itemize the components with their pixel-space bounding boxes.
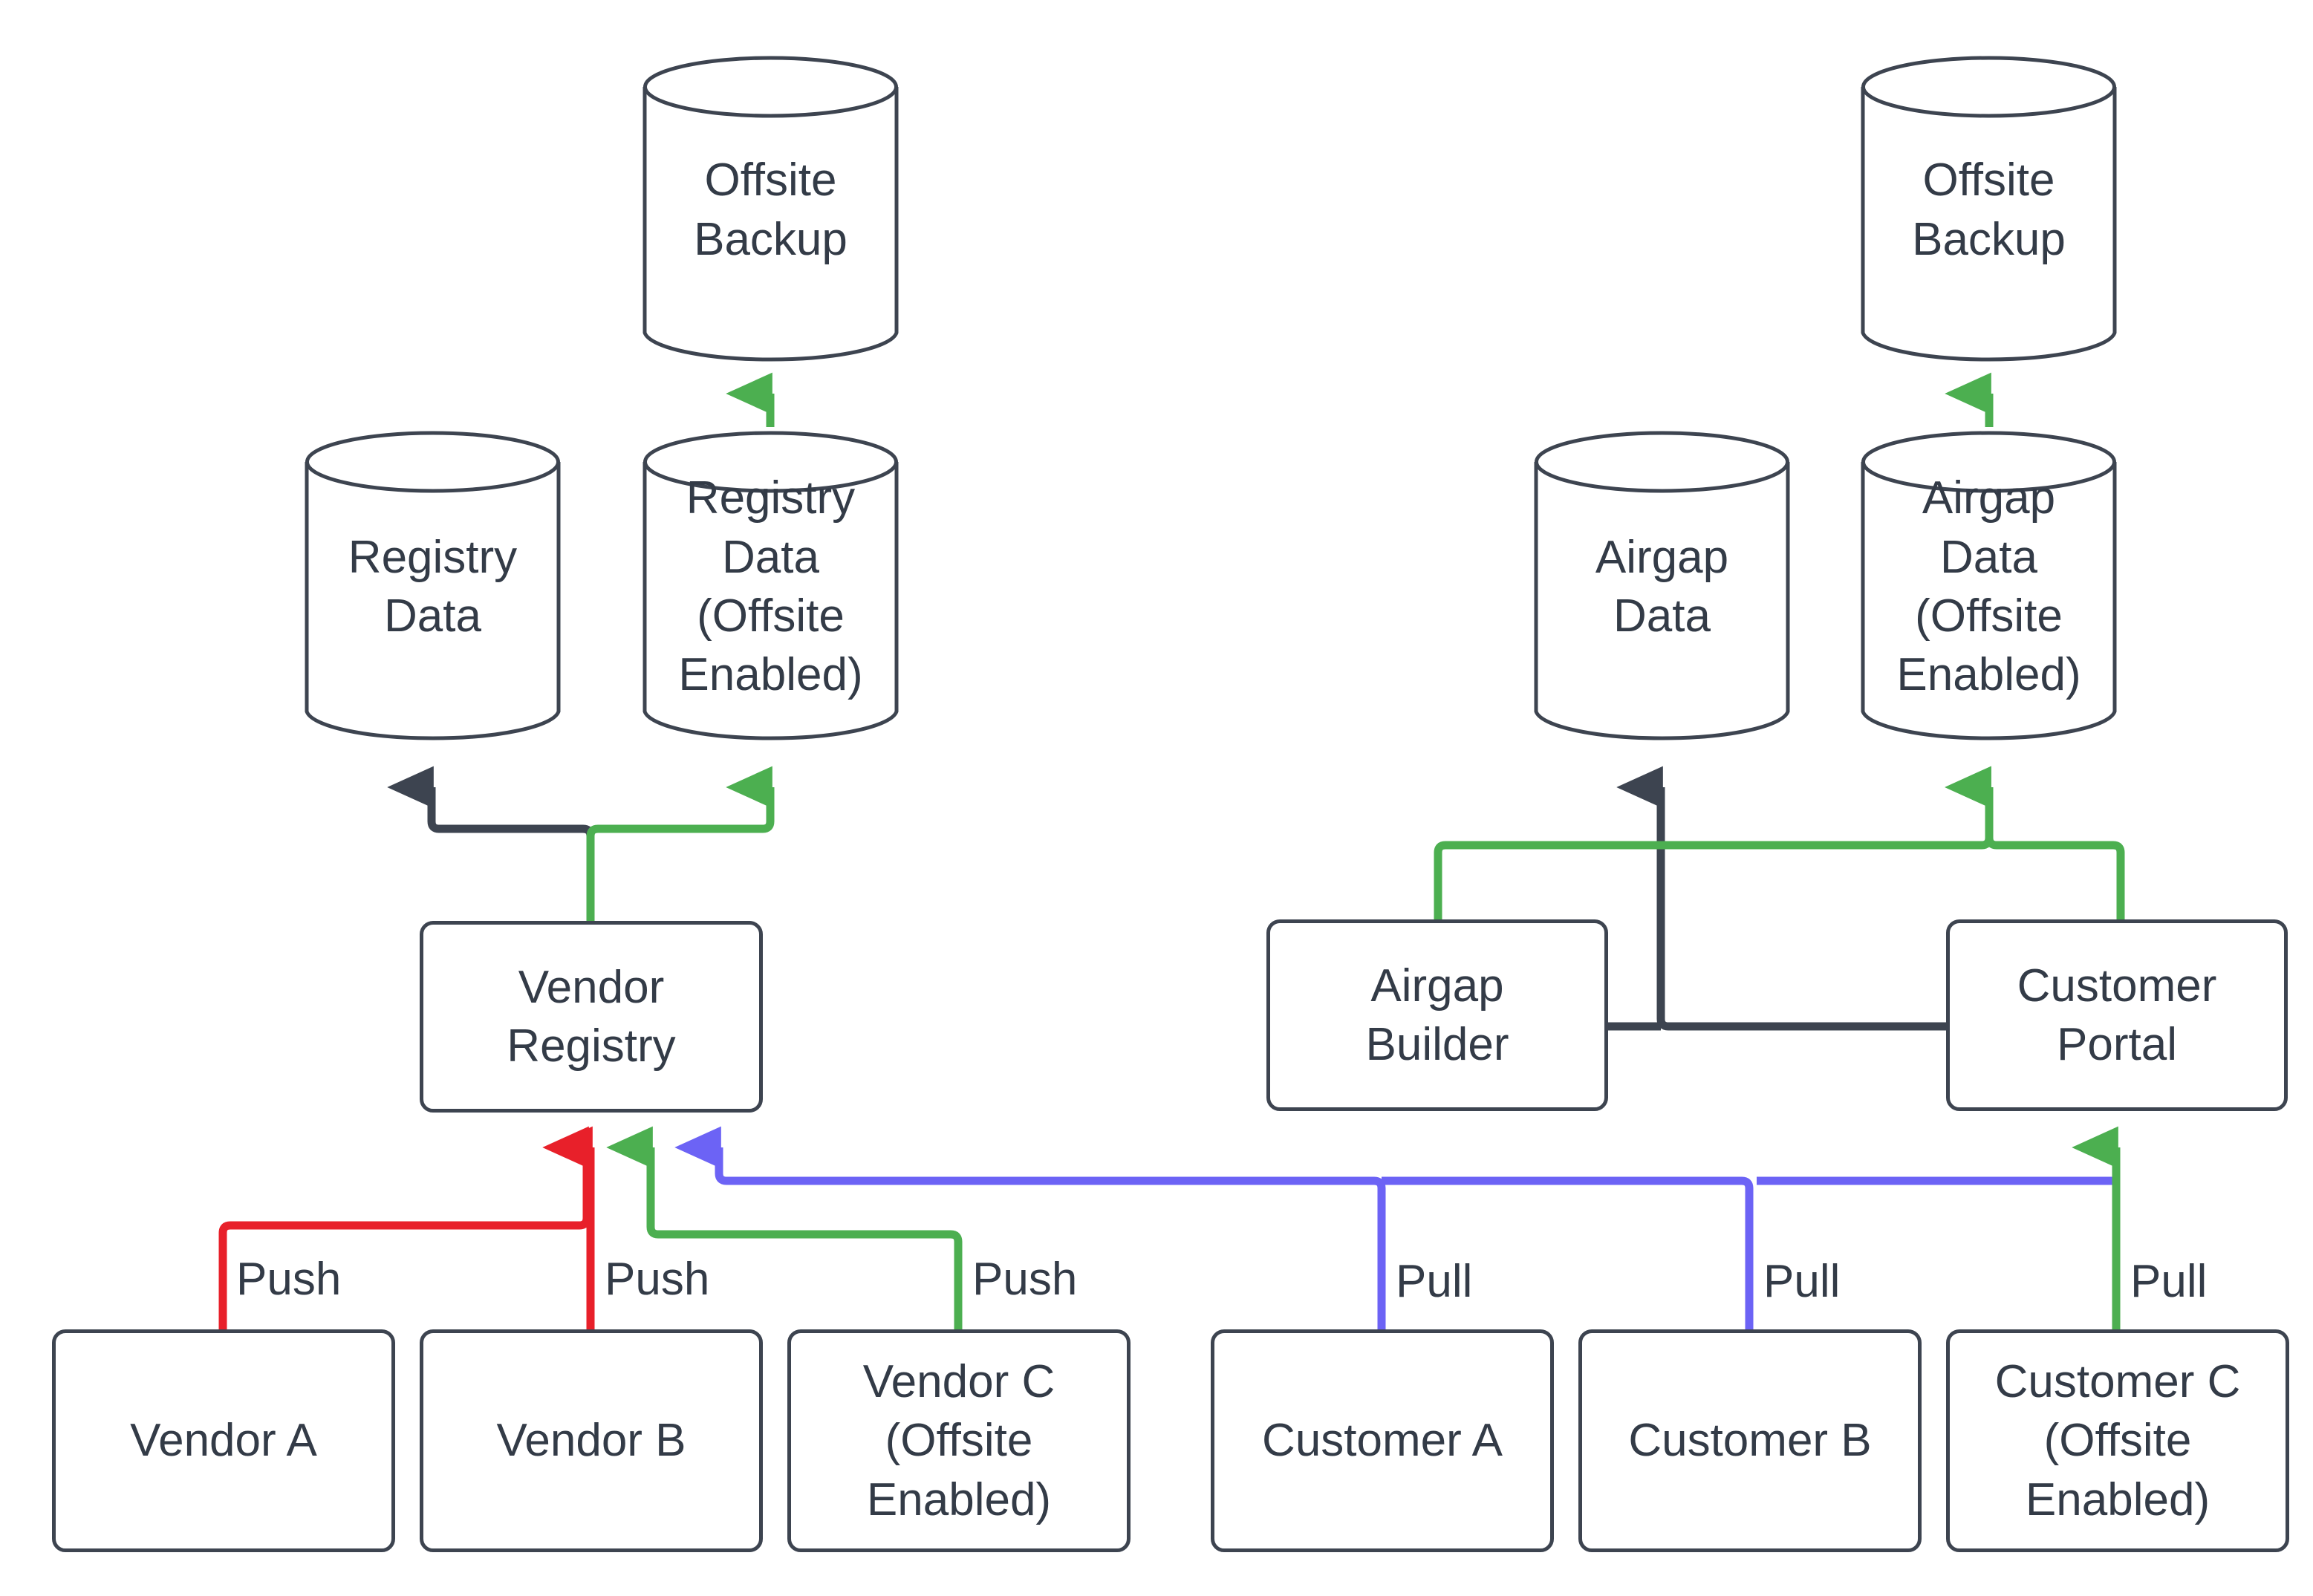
label-line: Enabled) <box>1896 649 2081 701</box>
label-line: Airgap <box>1922 472 2056 524</box>
label-line: Data <box>1613 590 1711 642</box>
label-line: Builder <box>1365 1019 1509 1070</box>
edge-label-pull-c: Pull <box>2126 1257 2212 1306</box>
label-line: Data <box>722 531 819 583</box>
edge-vendorregistry-to-registrydata <box>387 766 595 847</box>
label-line: Customer C <box>1994 1355 2241 1407</box>
label-line: (Offsite <box>885 1415 1033 1467</box>
edge-label-push-c: Push <box>968 1255 1082 1304</box>
service-vendor-registry[interactable]: Vendor Registry <box>420 921 763 1113</box>
label-line: Registry <box>507 1020 676 1072</box>
label-line: Backup <box>1912 213 2066 265</box>
service-label: Vendor Registry <box>507 958 675 1076</box>
label-line: Enabled) <box>2025 1473 2210 1525</box>
label-line: Offsite <box>1922 154 2055 206</box>
datastore-label: Registry Data (Offsite Enabled) <box>642 469 899 704</box>
label-line: Offsite <box>704 154 837 206</box>
actor-label: Vendor C (Offsite Enabled) <box>863 1352 1055 1529</box>
actor-label: Vendor A <box>130 1411 317 1470</box>
actor-label: Customer B <box>1628 1411 1871 1470</box>
label-line: Vendor A <box>130 1415 317 1467</box>
label-line: Vendor C <box>862 1355 1055 1407</box>
datastore-offsite-backup-right[interactable]: Offsite Backup <box>1861 56 2117 364</box>
label-line: Airgap <box>1370 960 1504 1012</box>
cylinder-shape <box>642 431 899 740</box>
datastore-label: Offsite Backup <box>642 151 899 269</box>
edge-customerportal-to-airgapdata <box>1616 766 1946 1031</box>
label-line: Vendor B <box>496 1415 686 1467</box>
label-line: (Offsite <box>1915 590 2063 642</box>
service-airgap-builder[interactable]: Airgap Builder <box>1266 919 1608 1111</box>
datastore-label: Airgap Data <box>1534 528 1790 646</box>
service-customer-portal[interactable]: Customer Portal <box>1946 919 2288 1111</box>
edge-label-push-a: Push <box>232 1255 346 1304</box>
datastore-airgap-data[interactable]: Airgap Data <box>1534 431 1790 743</box>
actor-label: Customer C (Offsite Enabled) <box>1995 1352 2241 1529</box>
datastore-label: Airgap Data (Offsite Enabled) <box>1861 469 2117 704</box>
label-line: Backup <box>694 213 848 265</box>
edge-customerportal-to-airgapdataoffsite <box>1945 766 2125 919</box>
label-line: Data <box>1940 531 2037 583</box>
edge-label-pull-b: Pull <box>1759 1257 1845 1306</box>
label-line: (Offsite <box>2043 1415 2192 1467</box>
edge-label-push-b: Push <box>600 1255 715 1304</box>
label-line: Customer B <box>1628 1415 1872 1467</box>
actor-customer-c[interactable]: Customer C (Offsite Enabled) <box>1946 1329 2289 1552</box>
actor-label: Customer A <box>1262 1411 1503 1470</box>
actor-vendor-a[interactable]: Vendor A <box>52 1329 395 1552</box>
datastore-offsite-backup-left[interactable]: Offsite Backup <box>642 56 899 364</box>
edge-airgapbuilder-to-airgapdataoffsite <box>1434 766 1994 919</box>
label-line: Portal <box>2057 1019 2177 1070</box>
datastore-label: Registry Data <box>305 528 561 646</box>
service-label: Customer Portal <box>2017 957 2217 1075</box>
cylinder-shape <box>642 56 899 362</box>
label-line: Enabled) <box>866 1473 1052 1525</box>
edge-vendorregistry-to-registrydataoffsite <box>586 766 775 921</box>
label-line: (Offsite <box>697 590 845 642</box>
label-line: Airgap <box>1595 531 1729 583</box>
actor-label: Vendor B <box>496 1411 686 1470</box>
label-line: Vendor <box>518 961 665 1013</box>
label-line: Registry <box>686 472 856 524</box>
label-line: Customer <box>2017 960 2217 1012</box>
label-line: Registry <box>348 531 518 583</box>
edge-customerb-pull <box>1382 1176 1754 1329</box>
label-line: Enabled) <box>678 649 863 701</box>
cylinder-shape <box>305 431 561 740</box>
actor-customer-a[interactable]: Customer A <box>1211 1329 1554 1552</box>
service-label: Airgap Builder <box>1366 957 1509 1075</box>
actor-vendor-c[interactable]: Vendor C (Offsite Enabled) <box>787 1329 1131 1552</box>
datastore-label: Offsite Backup <box>1861 151 2117 269</box>
datastore-registry-data-offsite[interactable]: Registry Data (Offsite Enabled) <box>642 431 899 743</box>
label-line: Customer A <box>1262 1415 1503 1467</box>
datastore-airgap-data-offsite[interactable]: Airgap Data (Offsite Enabled) <box>1861 431 2117 743</box>
datastore-registry-data[interactable]: Registry Data <box>305 431 561 743</box>
cylinder-shape <box>1861 56 2117 362</box>
cylinder-shape <box>1534 431 1790 740</box>
edge-label-pull-a: Pull <box>1391 1257 1477 1306</box>
actor-customer-b[interactable]: Customer B <box>1578 1329 1922 1552</box>
label-line: Data <box>384 590 481 642</box>
actor-vendor-b[interactable]: Vendor B <box>420 1329 763 1552</box>
cylinder-shape <box>1861 431 2117 740</box>
